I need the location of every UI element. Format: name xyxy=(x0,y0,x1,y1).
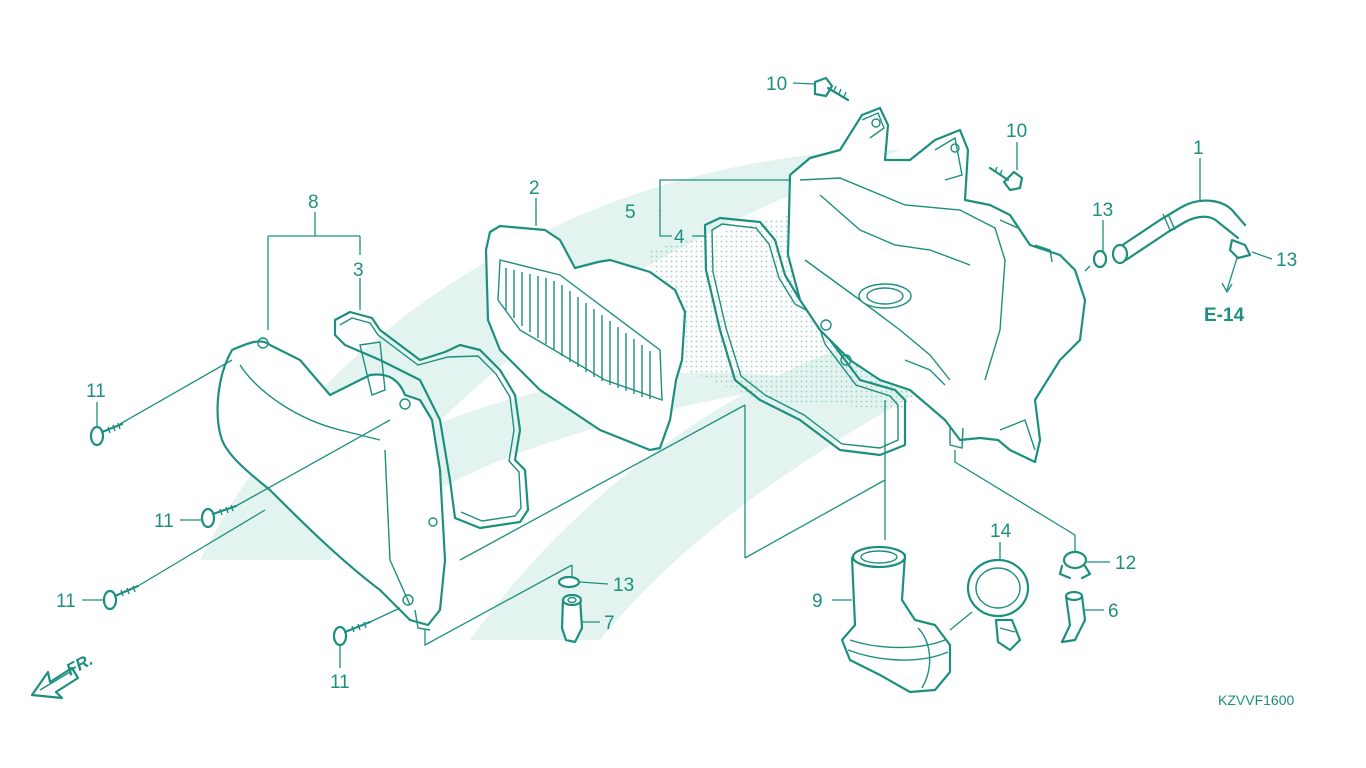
callout-6: 6 xyxy=(1108,601,1119,622)
breather-tube xyxy=(1111,199,1247,265)
intake-duct xyxy=(840,545,952,694)
bolt-top-left xyxy=(813,76,850,102)
callout-9: 9 xyxy=(812,591,823,612)
callout-13-right: 13 xyxy=(1276,250,1297,271)
reference-label: E-14 xyxy=(1204,305,1245,326)
callout-2: 2 xyxy=(529,178,540,199)
callout-13-lower: 13 xyxy=(613,575,634,596)
hose-clip xyxy=(1058,550,1092,580)
case-gasket xyxy=(703,216,907,457)
callout-5: 5 xyxy=(625,202,636,223)
callout-12: 12 xyxy=(1115,553,1136,574)
screw-middle xyxy=(200,504,238,529)
drain-clip xyxy=(557,575,581,589)
cover-gasket xyxy=(333,310,530,530)
tube-clip-right xyxy=(1228,238,1252,260)
callout-11-middle: 11 xyxy=(154,511,174,532)
callout-labels: 1 2 3 4 5 6 7 8 9 10 10 11 11 11 11 12 1… xyxy=(56,74,1297,693)
front-arrow: FR. xyxy=(30,650,96,700)
callout-1: 1 xyxy=(1193,138,1204,159)
callout-7: 7 xyxy=(604,613,615,634)
drain-plug xyxy=(560,593,584,644)
duct-band xyxy=(966,558,1030,652)
tube-clip-left xyxy=(1084,249,1108,272)
callout-11-lower-left: 11 xyxy=(56,591,76,612)
callout-4: 4 xyxy=(674,227,685,248)
callout-11-upper: 11 xyxy=(86,381,106,402)
drawing-code: KZVVF1600 xyxy=(1218,692,1294,708)
callout-3: 3 xyxy=(353,260,364,281)
callout-13-upper: 13 xyxy=(1092,200,1113,221)
callout-8: 8 xyxy=(308,192,319,213)
filter-pleats xyxy=(505,268,651,399)
screw-upper xyxy=(89,422,124,447)
leader-lines xyxy=(82,82,1273,668)
air-cleaner-cover xyxy=(216,337,447,631)
bolt-top-right xyxy=(988,166,1024,192)
air-filter-element xyxy=(484,224,687,452)
screw-lower-left xyxy=(102,584,140,611)
drain-tube xyxy=(1060,590,1087,644)
callout-10-top-left: 10 xyxy=(766,74,787,95)
screw-bottom xyxy=(332,620,372,647)
callout-11-bottom: 11 xyxy=(330,672,350,693)
air-cleaner-case xyxy=(786,106,1087,464)
callout-14: 14 xyxy=(990,521,1012,542)
callout-10-top-right: 10 xyxy=(1006,121,1027,142)
